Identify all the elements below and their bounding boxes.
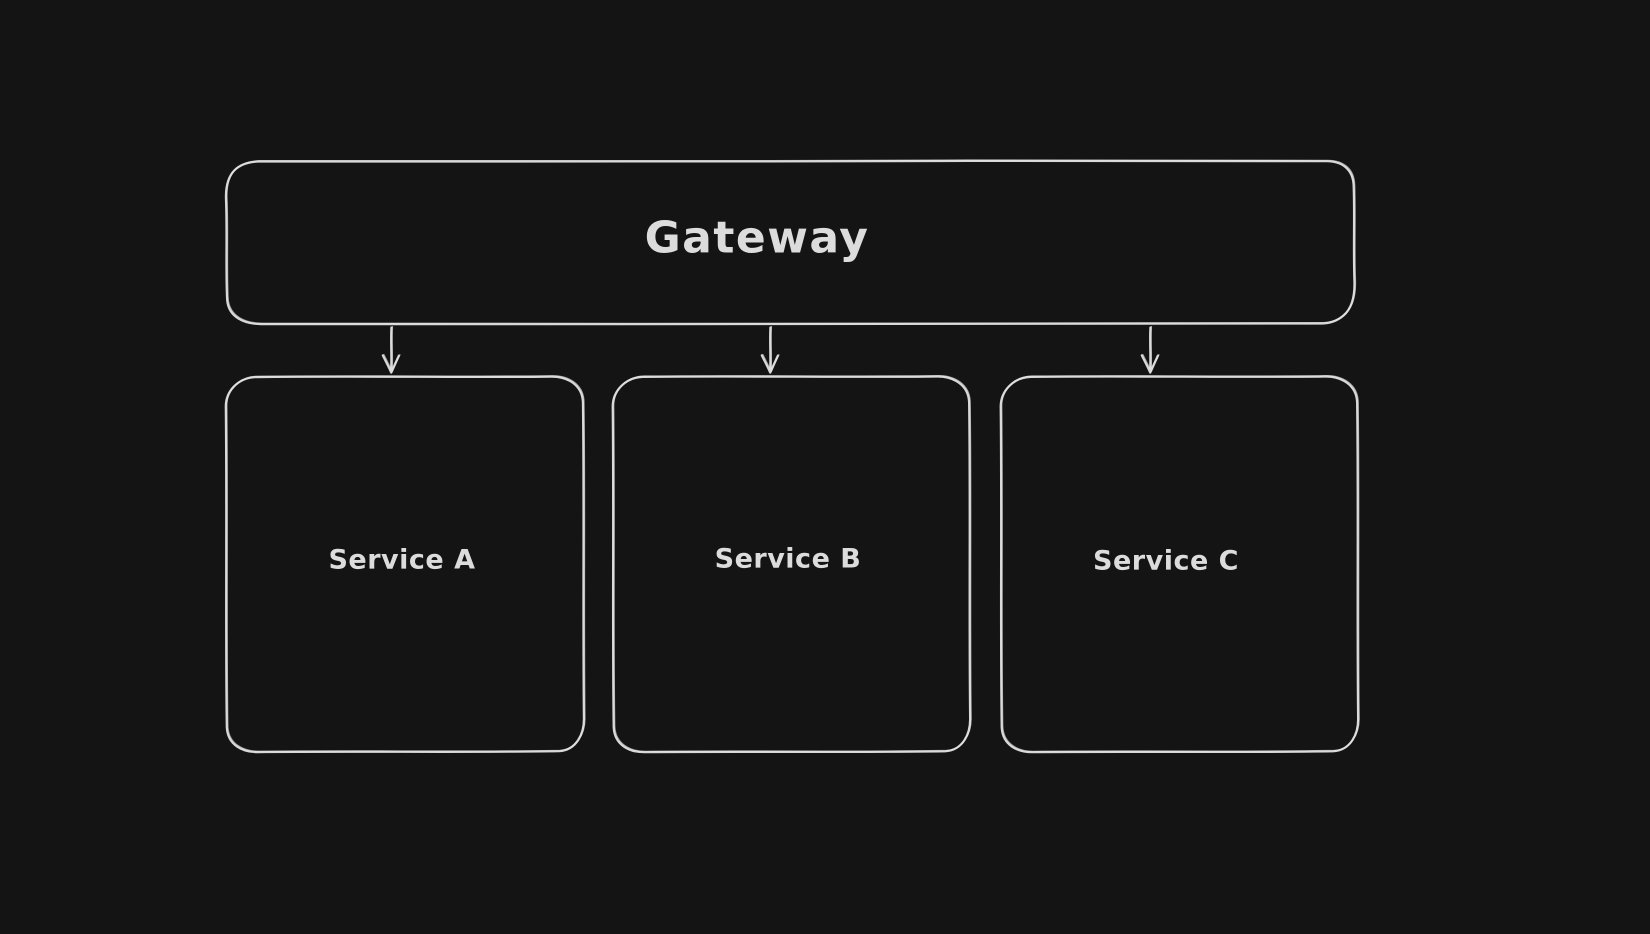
edge-gateway-service-c-arrow-overdraw xyxy=(1142,326,1160,373)
service-c-node-label[interactable]: Service C xyxy=(1093,545,1239,577)
edge-gateway-service-b-arrow-overdraw xyxy=(762,326,780,373)
edge-gateway-service-a-arrow[interactable] xyxy=(381,326,400,374)
service-a-node-label[interactable]: Service A xyxy=(328,544,476,576)
edge-gateway-service-c-arrow[interactable] xyxy=(1140,326,1160,374)
edge-gateway-service-a-arrow-overdraw xyxy=(383,326,401,373)
service-b-node-label[interactable]: Service B xyxy=(714,543,862,575)
gateway-node-label[interactable]: Gateway xyxy=(644,212,870,264)
edge-gateway-service-b-arrow[interactable] xyxy=(760,326,780,374)
